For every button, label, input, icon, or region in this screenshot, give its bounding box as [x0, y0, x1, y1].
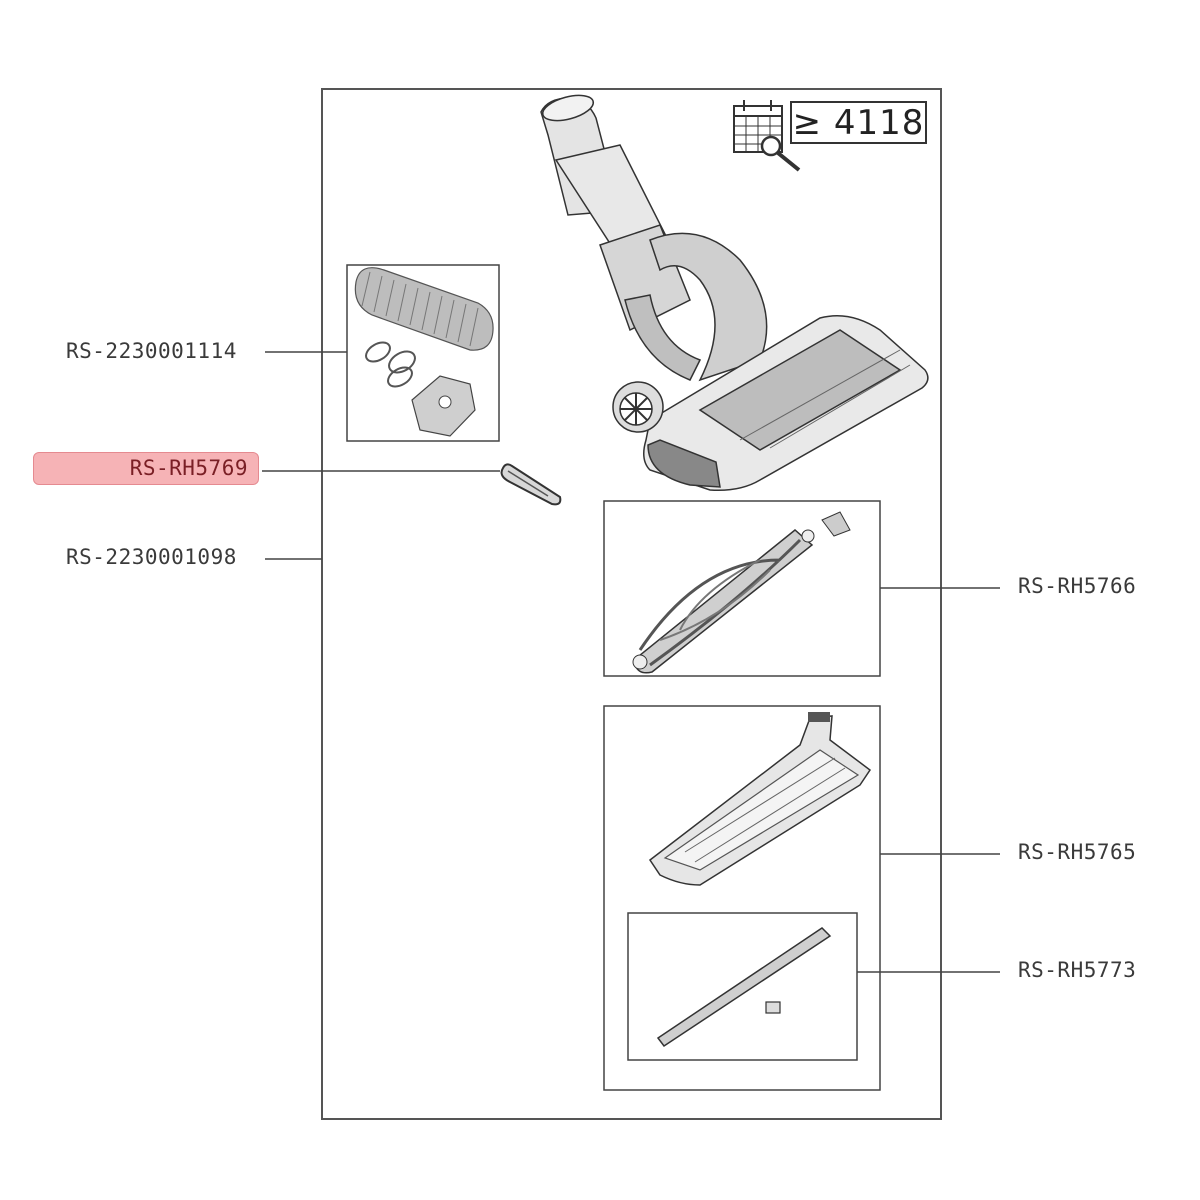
part-label-rh5773[interactable]: RS-RH5773	[1018, 958, 1137, 982]
strip-illustration	[627, 912, 858, 1061]
hose-kit-illustration	[346, 264, 500, 442]
floor-head-illustration	[540, 94, 929, 492]
main-frame	[321, 88, 942, 1120]
part-label-2230001098[interactable]: RS-2230001098	[66, 545, 237, 569]
part-label-rh5769: RS-RH5769	[129, 456, 248, 480]
brushroll-illustration	[603, 500, 881, 677]
calendar-search-icon	[733, 100, 801, 172]
belt-part-illustration	[500, 463, 562, 506]
version-badge-text: ≥ 4118	[792, 102, 925, 143]
base-plate-illustration	[603, 705, 881, 1091]
version-badge: ≥ 4118	[790, 101, 927, 144]
part-label-2230001114[interactable]: RS-2230001114	[66, 339, 237, 363]
part-label-rh5769-highlight[interactable]: RS-RH5769	[33, 452, 259, 485]
part-label-rh5765[interactable]: RS-RH5765	[1018, 840, 1137, 864]
part-label-rh5766[interactable]: RS-RH5766	[1018, 574, 1137, 598]
